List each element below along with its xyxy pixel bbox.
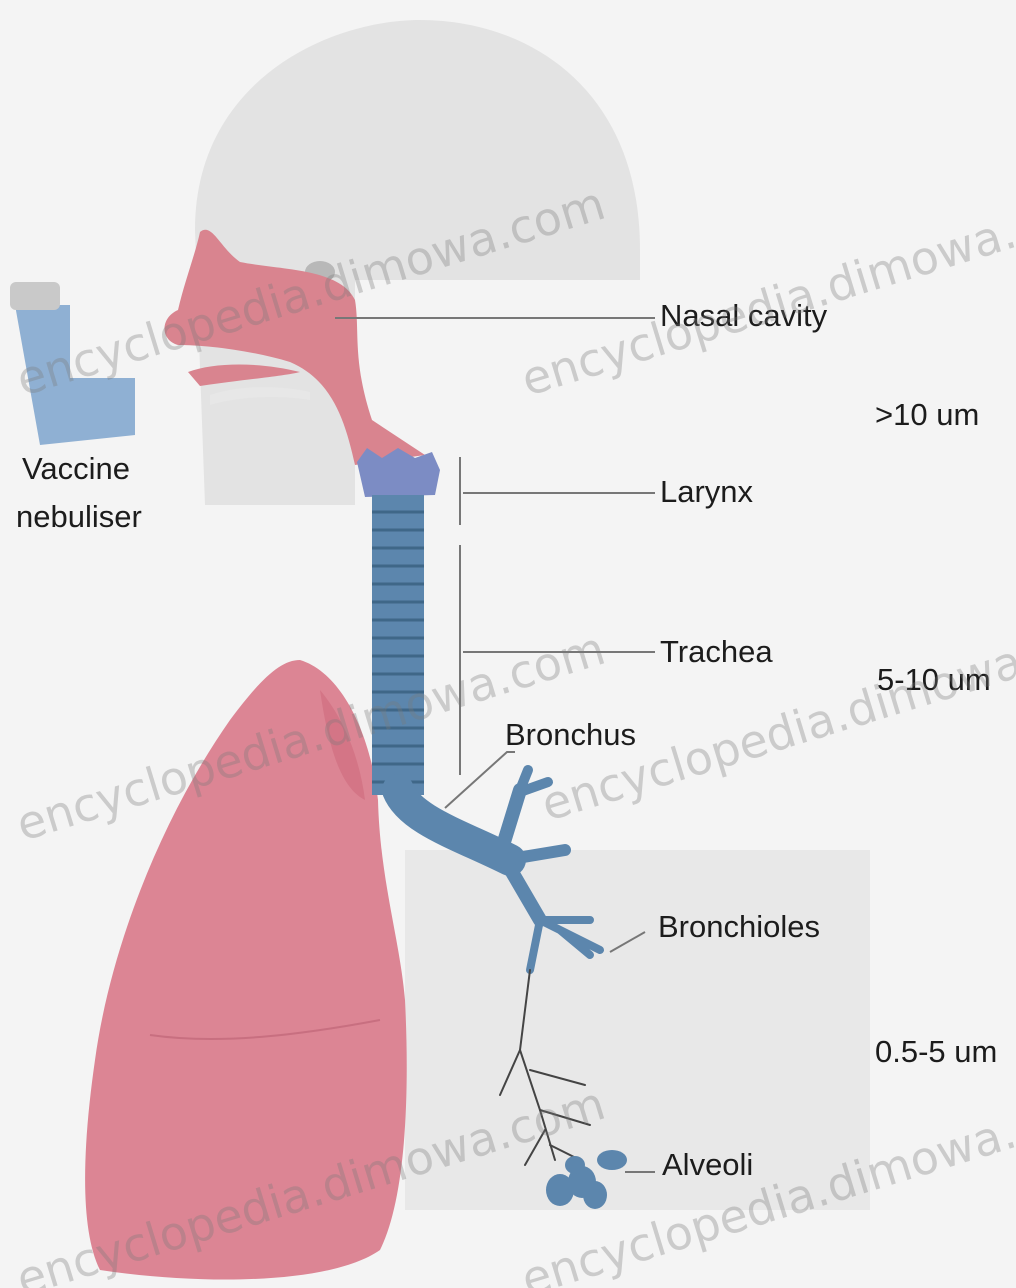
vaccine-nebuliser-label-line1: Vaccine [22,452,130,486]
vaccine-nebuliser-device [10,282,135,445]
larynx [357,448,440,497]
alveoli-label: Alveoli [662,1148,753,1182]
head-silhouette [195,20,640,505]
bronchus-label: Bronchus [505,718,636,752]
trachea-label: Trachea [660,635,773,669]
nasal-cavity-label: Nasal cavity [660,299,827,333]
lung [85,660,407,1280]
vaccine-nebuliser-label-line2: nebuliser [16,500,142,534]
particle-size-upper: >10 um [875,398,979,432]
particle-size-lower: 0.5-5 um [875,1035,997,1069]
bronchioles-label: Bronchioles [658,910,820,944]
trachea [372,495,424,795]
particle-size-middle: 5-10 um [877,663,991,697]
alveolar-region-panel [405,850,870,1210]
larynx-label: Larynx [660,475,753,509]
